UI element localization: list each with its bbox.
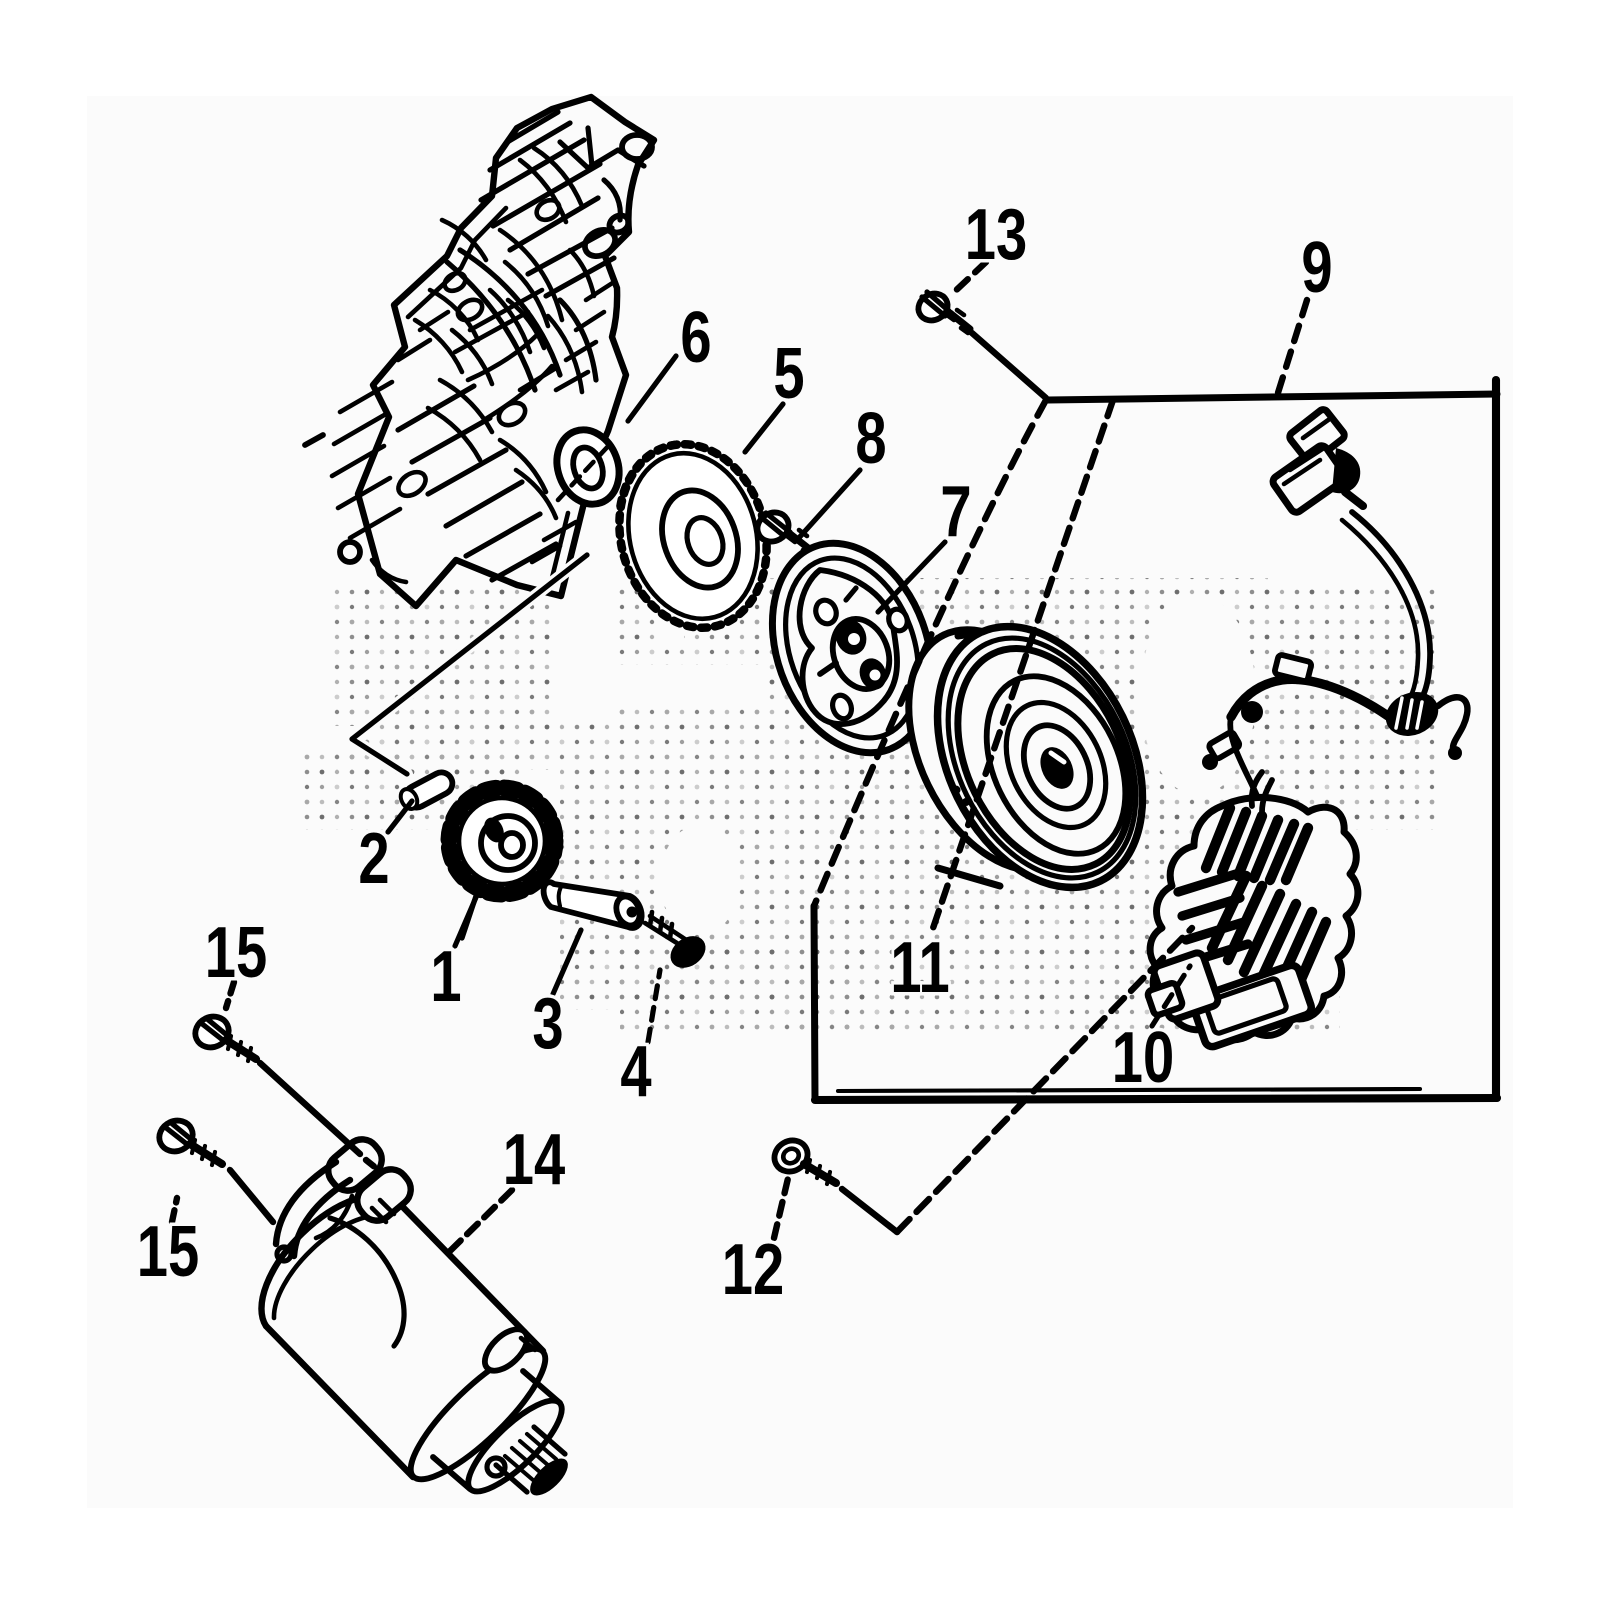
svg-text:9: 9	[1301, 227, 1332, 307]
svg-text:6: 6	[680, 297, 711, 377]
svg-text:8: 8	[855, 398, 886, 478]
svg-text:3: 3	[532, 983, 563, 1063]
svg-text:12: 12	[722, 1229, 784, 1309]
svg-text:14: 14	[503, 1119, 566, 1199]
svg-text:13: 13	[965, 194, 1027, 274]
svg-text:11: 11	[890, 927, 949, 1007]
svg-text:1: 1	[430, 936, 461, 1016]
svg-text:15: 15	[137, 1211, 199, 1291]
svg-text:7: 7	[940, 471, 971, 551]
svg-text:15: 15	[205, 912, 267, 992]
svg-text:10: 10	[1112, 1017, 1174, 1097]
svg-text:2: 2	[358, 818, 389, 898]
svg-text:4: 4	[620, 1031, 651, 1111]
svg-text:5: 5	[773, 333, 804, 413]
